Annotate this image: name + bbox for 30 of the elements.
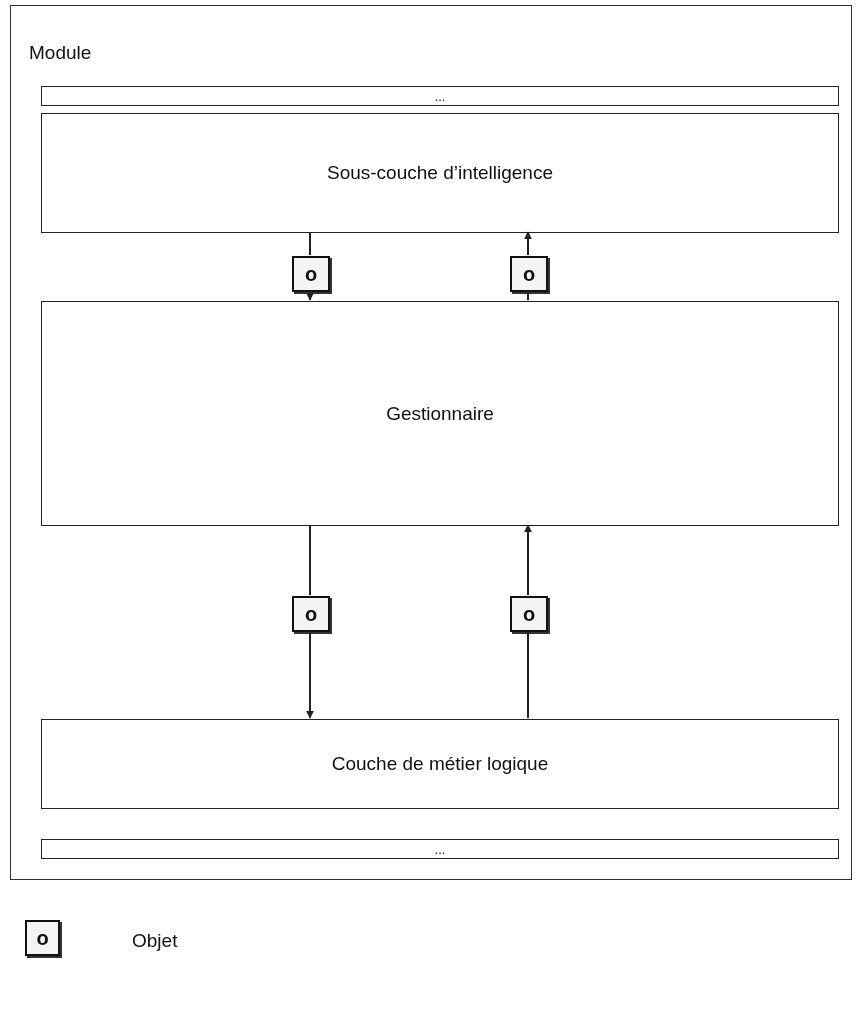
module-frame xyxy=(10,5,852,880)
layer-box xyxy=(41,113,839,233)
object-symbol: o xyxy=(522,602,536,626)
arrow xyxy=(524,524,532,596)
layer-box xyxy=(41,719,839,809)
arrow xyxy=(524,231,532,256)
connector-line xyxy=(527,630,529,719)
arrow xyxy=(306,630,314,719)
object-box xyxy=(292,256,330,292)
ellipsis-bar xyxy=(41,839,839,859)
ellipsis: ... xyxy=(434,842,446,856)
object-symbol: o xyxy=(522,262,536,286)
object-box xyxy=(510,596,548,632)
object-symbol: o xyxy=(36,926,49,950)
layer-label: Gestionnaire xyxy=(386,402,494,425)
connector-line xyxy=(309,231,311,256)
layer-label: Couche de métier logique xyxy=(331,753,549,775)
ellipsis: ... xyxy=(434,89,446,103)
arrow xyxy=(306,290,314,301)
object-symbol: o xyxy=(304,602,318,626)
symbol-caption: Objet xyxy=(132,930,178,952)
connector-line xyxy=(527,290,529,301)
object-box xyxy=(292,596,330,632)
object-box xyxy=(510,256,548,292)
ellipsis-bar xyxy=(41,86,839,106)
frame-title: Module xyxy=(29,42,92,64)
connector-line xyxy=(309,524,311,596)
object-symbol: o xyxy=(304,262,318,286)
manager-box xyxy=(41,301,839,526)
layer-label: Sous-couche d’intelligence xyxy=(326,162,553,184)
